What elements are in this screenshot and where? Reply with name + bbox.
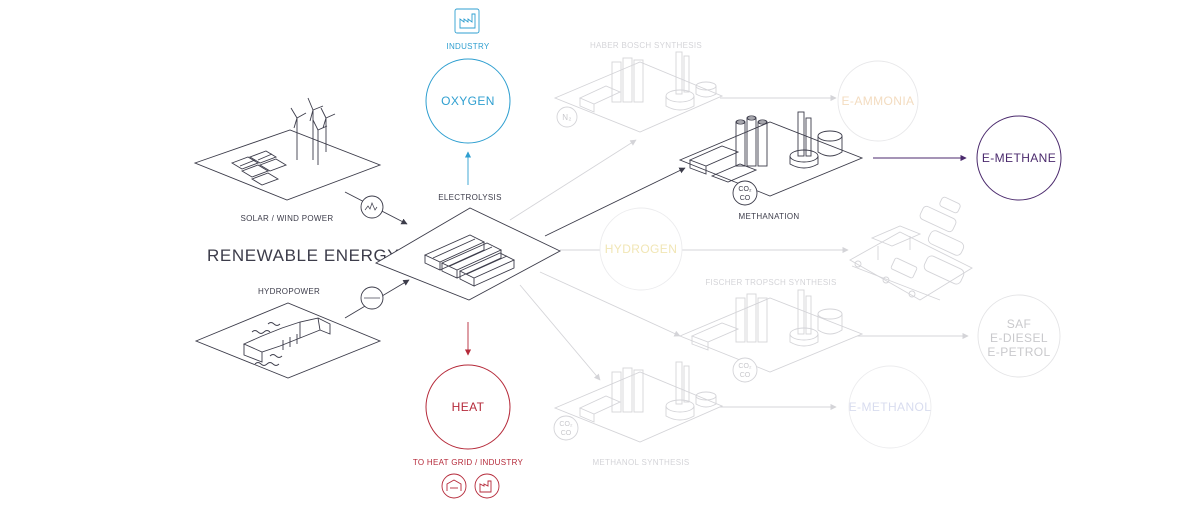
fischer-co2-co-badge: CO₂ CO (732, 357, 758, 383)
oxygen-industry-label: INDUSTRY (446, 42, 490, 51)
heat-circle (425, 364, 511, 450)
hydro-to-electrolysis-arrow (344, 279, 410, 319)
svg-text:CO: CO (740, 195, 751, 202)
saf-circle (977, 294, 1061, 378)
haber-bosch-label: HABER BOSCH SYNTHESIS (590, 41, 702, 50)
dam-icon (242, 317, 331, 366)
svg-text:N₂: N₂ (562, 113, 571, 122)
oxygen-circle (425, 58, 511, 144)
haber-bosch-plant-icon (553, 51, 724, 133)
wind-turbine-icon (290, 97, 336, 165)
methanol-circle (848, 365, 932, 449)
hydropower-platform (194, 302, 382, 379)
methanation-label: METHANATION (739, 212, 800, 221)
electrolysis-to-methanation-arrow (544, 167, 686, 237)
solar-wind-label: SOLAR / WIND POWER (241, 214, 334, 223)
hydropower-label: HYDROPOWER (258, 287, 320, 296)
solar-wind-platform (193, 97, 382, 201)
heat-label: HEAT (452, 400, 485, 414)
fischer-tropsch-plant-icon (678, 289, 864, 373)
saf-line-1: SAF (1007, 317, 1032, 331)
methane-circle (976, 115, 1062, 201)
n2-badge: N₂ (556, 106, 578, 128)
fischer-tropsch-label: FISCHER TROPSCH SYNTHESIS (705, 278, 836, 287)
faded-flow-lines (509, 94, 969, 411)
svg-text:CO: CO (740, 372, 751, 379)
methanol-plant-icon (553, 361, 724, 443)
hydrogen-circle (599, 207, 683, 291)
svg-text:CO₂: CO₂ (559, 421, 573, 428)
oxygen-label: OXYGEN (441, 94, 495, 108)
methane-label: E-METHANE (982, 151, 1056, 165)
methanol-co2-co-badge: CO₂ CO (553, 415, 579, 441)
heat-grid-icon (441, 473, 467, 499)
heat-factory-icon (474, 473, 500, 499)
heat-grid-label: TO HEAT GRID / INDUSTRY (413, 458, 524, 467)
methanation-plant-icon (678, 111, 864, 197)
hydrogen-label: HYDROGEN (605, 242, 678, 256)
ammonia-circle (837, 60, 919, 142)
oxygen-factory-icon (454, 8, 480, 34)
electrolysis-platform (374, 207, 561, 301)
methanol-synthesis-label: METHANOL SYNTHESIS (592, 458, 689, 467)
saf-line-3: E-PETROL (987, 345, 1050, 359)
solar-panel-icon (230, 150, 288, 186)
electrolyser-icon (423, 234, 516, 287)
svg-text:CO₂: CO₂ (738, 363, 752, 370)
electrolysis-label: ELECTROLYSIS (438, 193, 501, 202)
solar-to-electrolysis-arrow (344, 191, 408, 225)
co2-co-badge: CO₂ CO (732, 180, 758, 206)
methanol-label: E-METHANOL (849, 400, 932, 414)
svg-text:CO₂: CO₂ (738, 186, 752, 193)
svg-text:CO: CO (561, 430, 572, 437)
ammonia-label: E-AMMONIA (842, 94, 915, 108)
renewable-energy-title: RENEWABLE ENERGY (207, 246, 399, 265)
vehicles-icon (849, 196, 973, 301)
saf-line-2: E-DIESEL (990, 331, 1048, 345)
